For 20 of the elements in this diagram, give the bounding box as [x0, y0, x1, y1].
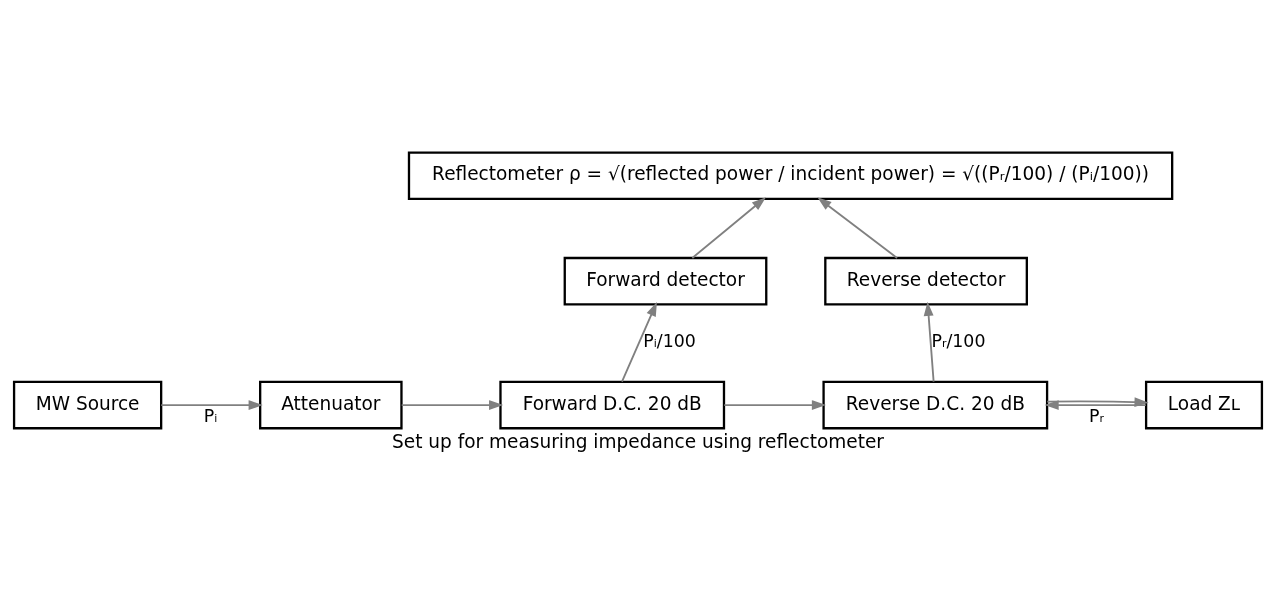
node-box: Forward D.C. 20 dB	[499, 380, 726, 430]
edge-label: Pᵣ	[1089, 406, 1105, 427]
edge-label: Pᵢ/100	[643, 331, 696, 352]
arrow	[160, 400, 263, 411]
edge-label: Pᵣ/100	[931, 331, 986, 352]
node-box: Reverse D.C. 20 dB	[822, 380, 1049, 430]
node-box: Attenuator	[259, 380, 403, 430]
node-box: Reflectometer ρ = √(reflected power / incident power) = √((Pᵣ/100) / (Pᵢ/100))	[407, 151, 1174, 201]
arrow	[621, 301, 657, 383]
node-box: MW Source	[12, 380, 163, 430]
arrow	[400, 400, 504, 411]
arrow	[723, 400, 826, 411]
caption: Set up for measuring impedance using reflectometer	[392, 430, 884, 452]
node-box: Load Zʟ	[1144, 380, 1264, 430]
node-box: Forward detector	[563, 256, 768, 306]
node-box: Reverse detector	[824, 256, 1028, 306]
arrow	[817, 197, 898, 259]
arrow	[923, 301, 935, 383]
arrow	[691, 197, 766, 259]
edge-label: Pᵢ	[203, 406, 218, 427]
